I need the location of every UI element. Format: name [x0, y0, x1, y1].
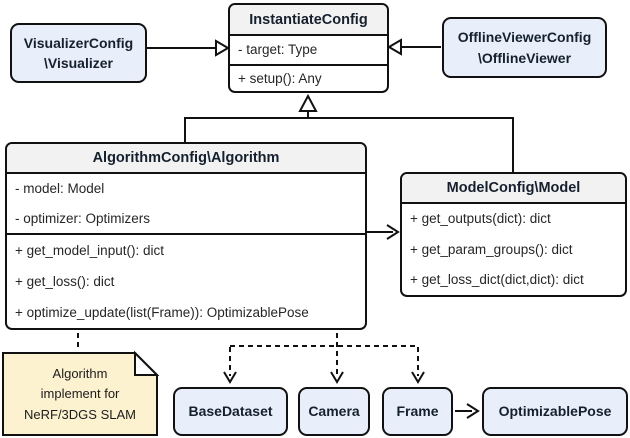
class-title: ModelConfig\Model — [402, 174, 625, 204]
class-method: + get_loss_dict(dict,dict): dict — [410, 272, 584, 288]
box-offline-viewer-config: OfflineViewerConfig \OfflineViewer — [442, 17, 607, 78]
hollow-triangle-up-icon — [298, 93, 318, 112]
note-line: NeRF/3DGS SLAM — [24, 406, 136, 422]
class-method: + get_param_groups(): dict — [410, 241, 573, 257]
class-title: InstantiateConfig — [230, 5, 387, 36]
box-camera: Camera — [298, 387, 370, 436]
hollow-triangle-right-icon — [215, 39, 230, 57]
note-line: implement for — [40, 386, 120, 402]
box-label: Camera — [308, 403, 360, 420]
class-attribute: - model: Model — [15, 181, 105, 196]
class-algorithm-config: AlgorithmConfig\Algorithm - model: Model… — [5, 142, 367, 330]
box-optimizable-pose: OptimizablePose — [482, 387, 628, 436]
class-method: + setup(): Any — [238, 70, 322, 86]
open-arrow-down-icon — [411, 371, 425, 384]
open-arrow-right-icon — [466, 403, 480, 419]
class-method: + get_loss(): dict — [15, 273, 115, 289]
box-label-line1: OfflineViewerConfig — [457, 29, 592, 46]
note-algorithm-implement: Algorithm implement for NeRF/3DGS SLAM — [2, 352, 158, 437]
box-label-line1: VisualizerConfig — [23, 34, 134, 51]
note-shape — [2, 352, 158, 436]
note-line: Algorithm — [52, 366, 108, 382]
box-label: Frame — [396, 403, 439, 420]
class-method: + get_model_input(): dict — [15, 242, 164, 258]
box-label: OptimizablePose — [498, 403, 612, 420]
class-instantiate-config: InstantiateConfig - target: Type + setup… — [228, 3, 389, 93]
box-label: BaseDataset — [188, 403, 273, 420]
open-arrow-down-icon — [330, 371, 344, 384]
open-arrow-down-icon — [223, 371, 237, 384]
class-attribute: - optimizer: Optimizers — [15, 210, 151, 226]
class-method: + optimize_update(list(Frame)): Optimiza… — [15, 304, 309, 320]
class-title: AlgorithmConfig\Algorithm — [7, 144, 365, 174]
box-base-dataset: BaseDataset — [173, 387, 288, 436]
box-label-line2: \Visualizer — [43, 55, 113, 71]
note-fold-icon — [134, 350, 160, 376]
hollow-triangle-left-icon — [387, 38, 402, 56]
box-label-line2: \OfflineViewer — [477, 49, 572, 66]
class-method: + get_outputs(dict): dict — [410, 211, 551, 227]
box-visualizer-config: VisualizerConfig \Visualizer — [10, 23, 147, 83]
open-arrow-right-icon — [386, 224, 400, 240]
box-frame: Frame — [382, 387, 453, 436]
class-model-config: ModelConfig\Model + get_outputs(dict): d… — [400, 172, 627, 297]
class-attribute: - target: Type — [238, 42, 318, 58]
